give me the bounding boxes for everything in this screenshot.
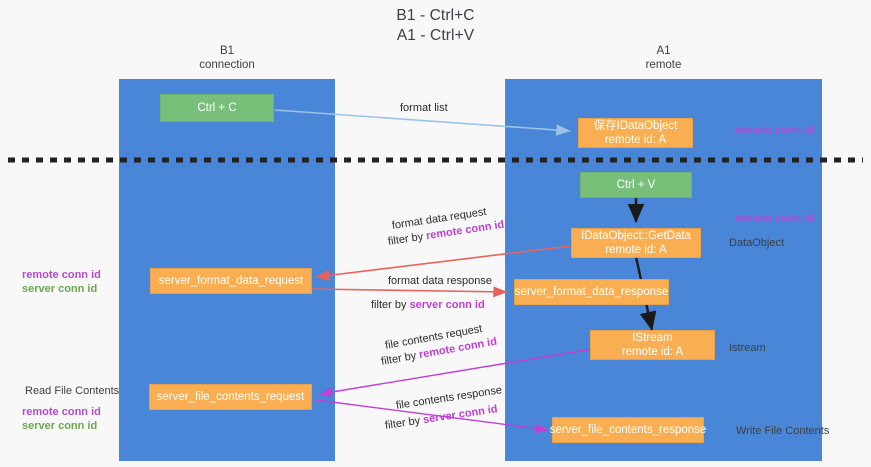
node-save-idataobject-line-1: 保存IDataObject: [593, 120, 678, 132]
lane-title-b1-subtitle: connection: [199, 59, 255, 71]
node-idataobject-getdata[interactable]: IDataObject::GetData remote id: A: [571, 228, 701, 258]
lane-title-a1-name: A1: [656, 45, 671, 57]
node-istream[interactable]: IStream remote id: A: [590, 330, 715, 360]
annotation-remote-conn-id-top-text: remote conn id: [735, 124, 814, 136]
edge-label-format-data-request-filter-prefix: filter by: [387, 230, 428, 248]
annotation-left-server-conn-id-2: server conn id: [22, 419, 97, 433]
annotation-left-server-conn-id-2-text: server conn id: [22, 420, 98, 432]
node-istream-line-2: remote id: A: [621, 346, 684, 358]
annotation-left-remote-conn-id-1: remote conn id: [22, 268, 101, 282]
annotation-left-remote-conn-id-2-text: remote conn id: [22, 406, 101, 418]
edge-label-format-data-response-filter: filter by server conn id: [371, 298, 485, 312]
node-server-file-contents-response[interactable]: server_file_contents_response: [549, 417, 707, 443]
node-server-file-contents-request[interactable]: server_file_contents_request: [149, 384, 312, 410]
node-save-idataobject-line-2: remote id: A: [604, 134, 667, 146]
annotation-write-file-contents-text: Write File Contents: [736, 425, 830, 437]
edge-label-file-contents-response-filter-prefix: filter by: [384, 414, 425, 432]
node-ctrl-v-label: Ctrl + V: [616, 179, 656, 191]
edge-label-format-data-response-filter-key: server conn id: [409, 299, 485, 311]
node-istream-line-1: IStream: [632, 332, 673, 344]
lane-title-b1: B1 connection: [119, 44, 335, 72]
node-ctrl-c-label: Ctrl + C: [197, 102, 237, 114]
edge-label-format-data-response-text: format data response: [388, 275, 492, 287]
annotation-left-remote-conn-id-1-text: remote conn id: [22, 269, 101, 281]
node-server-format-data-request-label: server_format_data_request: [158, 275, 304, 287]
annotation-remote-conn-id-mid-text: remote conn id: [735, 212, 814, 224]
node-idataobject-getdata-line-2: remote id: A: [605, 244, 667, 256]
annotation-istream-text: Istream: [729, 342, 766, 354]
node-ctrl-c[interactable]: Ctrl + C: [160, 94, 274, 122]
node-server-format-data-request[interactable]: server_format_data_request: [150, 268, 312, 294]
annotation-read-file-contents: Read File Contents: [25, 384, 119, 398]
annotation-remote-conn-id-mid: remote conn id: [735, 211, 814, 225]
annotation-read-file-contents-text: Read File Contents: [25, 385, 120, 397]
edge-label-format-list: format list: [400, 101, 448, 115]
node-save-idataobject[interactable]: 保存IDataObject remote id: A: [578, 118, 693, 148]
page-title-line-2: A1 - Ctrl+V: [396, 27, 475, 44]
annotation-left-server-conn-id-1-text: server conn id: [22, 283, 98, 295]
node-server-format-data-response-label: server_format_data_response: [514, 286, 669, 298]
page-title-line-1: B1 - Ctrl+C: [396, 7, 475, 24]
annotation-dataobject: DataObject: [729, 236, 784, 250]
edge-label-format-list-text: format list: [400, 102, 448, 114]
annotation-remote-conn-id-top: remote conn id: [735, 123, 814, 137]
annotation-istream: Istream: [729, 341, 766, 355]
node-idataobject-getdata-line-1: IDataObject::GetData: [581, 230, 691, 242]
node-server-format-data-response[interactable]: server_format_data_response: [514, 279, 669, 305]
page-title: B1 - Ctrl+C A1 - Ctrl+V: [0, 6, 871, 46]
lane-title-a1-subtitle: remote: [645, 59, 682, 71]
annotation-left-server-conn-id-1: server conn id: [22, 282, 97, 296]
annotation-left-remote-conn-id-2: remote conn id: [22, 405, 101, 419]
node-server-file-contents-response-label: server_file_contents_response: [549, 424, 707, 436]
lane-title-b1-name: B1: [219, 45, 235, 57]
annotation-write-file-contents: Write File Contents: [736, 424, 829, 438]
node-ctrl-v[interactable]: Ctrl + V: [580, 172, 692, 198]
lane-title-a1: A1 remote: [505, 44, 822, 72]
node-server-file-contents-request-label: server_file_contents_request: [156, 391, 305, 403]
edge-label-format-data-response-filter-prefix: filter by: [371, 299, 410, 311]
edge-label-format-data-response: format data response: [388, 274, 492, 288]
annotation-dataobject-text: DataObject: [729, 237, 785, 249]
